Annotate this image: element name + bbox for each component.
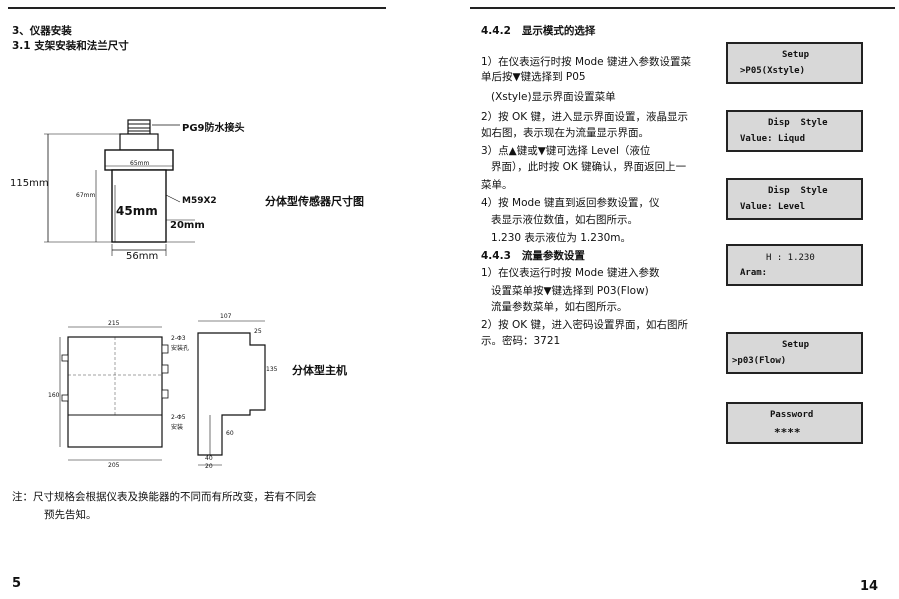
lcd-line1: Password bbox=[770, 410, 814, 420]
p442-line: 1）在仪表运行时按 Mode 键进入参数设置菜 bbox=[481, 56, 691, 68]
right-header-rule bbox=[470, 7, 895, 9]
p442-line: 单后按▼键选择到 P05 bbox=[481, 71, 586, 83]
p442-line: 界面），此时按 OK 键确认，界面返回上一 bbox=[481, 161, 687, 173]
host-dim-height: 160 bbox=[48, 392, 60, 399]
dim-bottom-label: 56mm bbox=[126, 251, 159, 262]
dim-20-label: 20mm bbox=[170, 220, 205, 231]
p443-line: 1）在仪表运行时按 Mode 键进入参数 bbox=[481, 267, 660, 279]
host-dim-hole2b: 安装 bbox=[171, 424, 184, 431]
lcd-line1: Setup bbox=[782, 50, 810, 60]
lcd-line1: Disp Style bbox=[768, 186, 828, 196]
host-dimension-drawing bbox=[59, 320, 266, 466]
sensor-caption: 分体型传感器尺寸图 bbox=[265, 195, 364, 208]
host-dim-side-20: 20 bbox=[205, 463, 213, 470]
p442-line: 菜单。 bbox=[481, 179, 513, 191]
subsection-title: 3.1 支架安装和法兰尺寸 bbox=[12, 40, 129, 52]
dim-top-label: 65mm bbox=[130, 160, 150, 167]
host-dim-side-40: 40 bbox=[205, 455, 213, 462]
left-header-rule bbox=[8, 7, 386, 9]
note-line-2: 预先告知。 bbox=[44, 509, 97, 521]
note-line-1: 注：尺寸规格会根据仪表及换能器的不同而有所改变，若有不同会 bbox=[12, 491, 317, 503]
host-dim-bottom: 205 bbox=[108, 462, 120, 469]
p442-line: 表显示液位数值，如右图所示。 bbox=[481, 214, 639, 226]
lcd-line1: Setup bbox=[782, 340, 810, 350]
left-page-number: 5 bbox=[12, 576, 22, 591]
lcd-line1: Disp Style bbox=[768, 118, 828, 128]
p442-line: 4）按 Mode 键直到返回参数设置，仪 bbox=[481, 197, 660, 209]
lcd-screen-level-value: H : 1.230 Aram: bbox=[726, 244, 863, 286]
sensor-dimension-drawing bbox=[44, 119, 195, 256]
p442-line: 3）点▲键或▼键可选择 Level（液位 bbox=[481, 145, 651, 157]
lcd-line2: Value: Level bbox=[740, 202, 806, 212]
p442-line: 2）按 OK 键，进入显示界面设置，液晶显示 bbox=[481, 111, 689, 123]
lcd-line2: >p03(Flow) bbox=[732, 356, 787, 366]
heading-443: 4.4.3 流量参数设置 bbox=[481, 250, 585, 262]
p442-line: 1.230 表示液位为 1.230m。 bbox=[481, 232, 632, 244]
host-dim-side-25: 25 bbox=[254, 328, 262, 335]
connector-label: PG9防水接头 bbox=[182, 123, 245, 134]
p442-line: (Xstyle)显示界面设置菜单 bbox=[481, 91, 616, 103]
host-dim-side-60: 60 bbox=[226, 430, 234, 437]
dim-overall-label: 115mm bbox=[10, 178, 49, 189]
p443-line: 2）按 OK 键，进入密码设置界面，如右图所 bbox=[481, 319, 689, 331]
p443-line: 流量参数菜单，如右图所示。 bbox=[481, 301, 628, 313]
dim-45-label: 45mm bbox=[116, 204, 158, 218]
lcd-line2: >P05(Xstyle) bbox=[740, 66, 806, 76]
lcd-line2: Aram: bbox=[740, 268, 768, 278]
heading-442: 4.4.2 显示模式的选择 bbox=[481, 25, 596, 37]
host-dim-hole1b: 安装孔 bbox=[171, 345, 190, 352]
host-dim-top: 215 bbox=[108, 320, 120, 327]
lcd-screen-setup-p03: Setup >p03(Flow) bbox=[726, 332, 863, 374]
lcd-line2: **** bbox=[774, 426, 801, 439]
host-caption: 分体型主机 bbox=[292, 364, 347, 377]
lcd-screen-setup-p05: Setup >P05(Xstyle) bbox=[726, 42, 863, 84]
p442-line: 如右图，表示现在为流量显示界面。 bbox=[481, 127, 649, 139]
p443-line: 设置菜单按▼键选择到 P03(Flow) bbox=[481, 285, 649, 297]
lcd-screen-password: Password **** bbox=[726, 402, 863, 444]
lcd-line2: Value: Liqud bbox=[740, 134, 806, 144]
lcd-screen-disp-style-level: Disp Style Value: Level bbox=[726, 178, 863, 220]
lcd-line1: H : 1.230 bbox=[766, 253, 815, 263]
host-dim-side-top: 107 bbox=[220, 313, 232, 320]
lcd-screen-disp-style-liqud: Disp Style Value: Liqud bbox=[726, 110, 863, 152]
p443-line: 示。密码：3721 bbox=[481, 335, 561, 347]
dim-thread-label: M59X2 bbox=[182, 196, 217, 206]
dim-inner-label: 67mm bbox=[76, 192, 96, 199]
host-dim-hole2: 2-Φ5 bbox=[171, 414, 186, 421]
right-page-number: 14 bbox=[860, 579, 879, 594]
host-dim-hole1: 2-Φ3 bbox=[171, 335, 186, 342]
section-title: 3、仪器安装 bbox=[12, 25, 72, 37]
host-dim-side-135: 135 bbox=[266, 366, 278, 373]
